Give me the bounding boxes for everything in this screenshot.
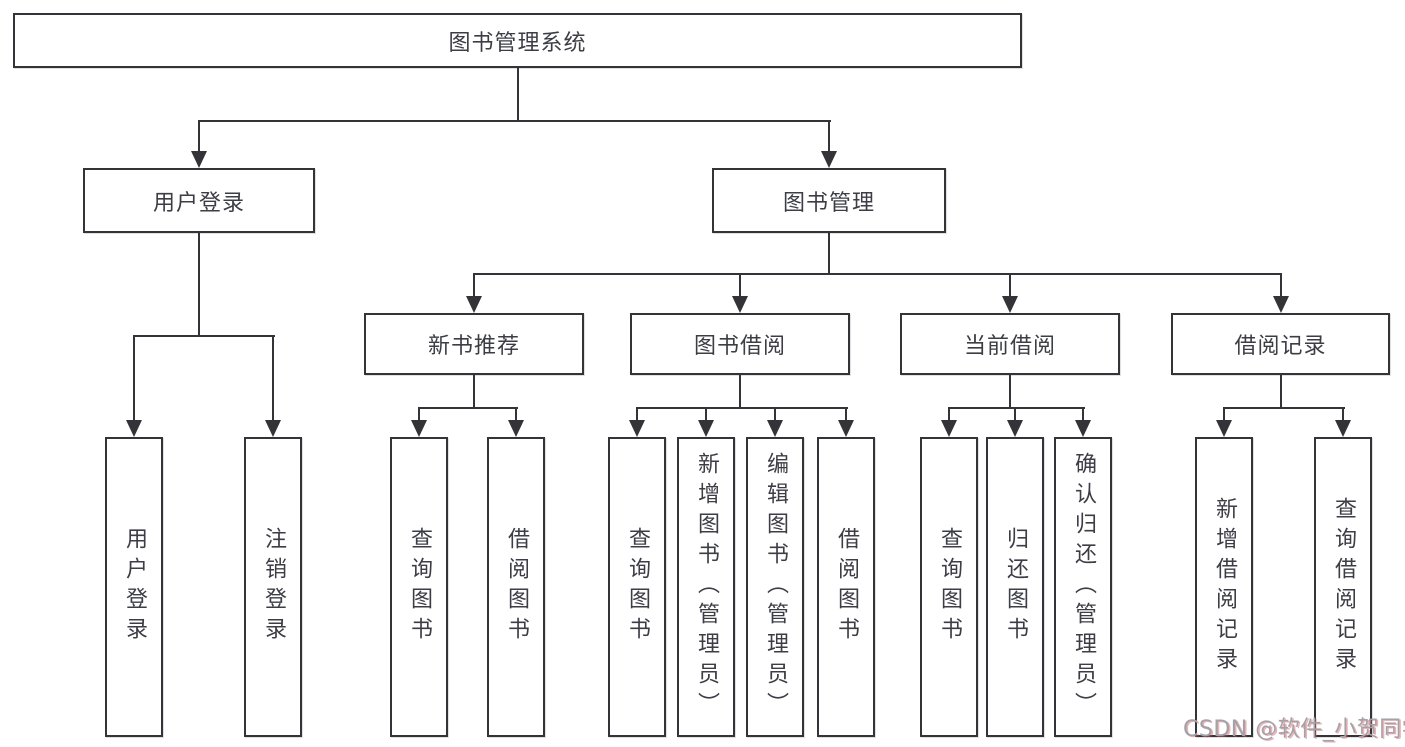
arrowhead-book-mgmt-icon [821, 151, 837, 168]
connector-logout-leaf-shaft [272, 335, 274, 423]
csdn-watermark: CSDN @软件_小贺同学 [1183, 717, 1405, 742]
leaf-br-query-record-label: 查询借阅记录 [1331, 497, 1356, 677]
connector-cb-rail [948, 407, 1085, 409]
arrowhead-current-borrow-icon [1002, 296, 1018, 313]
leaf-logout-label: 注销登录 [261, 527, 286, 647]
node-book-borrowing: 图书借阅 [630, 313, 850, 375]
arrowhead-book-borrow-icon [732, 296, 748, 313]
leaf-nb-query-books-label: 查询图书 [407, 527, 432, 647]
connector-bb-stem [739, 375, 741, 409]
connector-br-stem [1280, 375, 1282, 409]
node-current-borrowing-label: 当前借阅 [963, 334, 1056, 359]
node-new-book-recommend: 新书推荐 [364, 313, 584, 375]
connector-br-query-shaft [1342, 407, 1344, 423]
node-borrowing-records-label: 借阅记录 [1234, 334, 1327, 359]
connector-nb-stem [473, 375, 475, 409]
node-borrowing-records: 借阅记录 [1171, 313, 1390, 375]
node-new-book-recommend-label: 新书推荐 [427, 334, 520, 359]
connector-user-login-shaft [198, 120, 200, 154]
connector-nb-rail [418, 407, 518, 409]
connector-bb-edit-shaft [774, 407, 776, 423]
node-book-borrowing-label: 图书借阅 [693, 334, 786, 359]
arrowhead-bb-borrow-icon [838, 420, 854, 437]
leaf-user-login-label: 用户登录 [122, 527, 147, 647]
leaf-cb-confirm-return-admin: 确认归还（管理员） [1054, 437, 1112, 737]
arrowhead-nb-query-icon [411, 420, 427, 437]
node-book-management: 图书管理 [712, 168, 946, 233]
leaf-bb-add-books-admin-label: 新增图书（管理员） [694, 452, 719, 722]
connector-bb-rail [636, 407, 848, 409]
arrowhead-login-leaf-icon [126, 420, 142, 437]
connector-nb-query-shaft [418, 407, 420, 423]
leaf-bb-query-books-label: 查询图书 [625, 527, 650, 647]
arrowhead-br-query-icon [1335, 420, 1351, 437]
leaf-bb-edit-books-admin: 编辑图书（管理员） [746, 437, 804, 737]
leaf-cb-query-books-label: 查询图书 [937, 527, 962, 647]
arrowhead-new-book-icon [466, 296, 482, 313]
leaf-br-query-record: 查询借阅记录 [1314, 437, 1372, 737]
node-root-label: 图书管理系统 [448, 30, 587, 56]
leaf-user-login: 用户登录 [105, 437, 163, 737]
node-user-login-label: 用户登录 [152, 190, 245, 216]
connector-level3-rail [473, 273, 1282, 275]
leaf-logout: 注销登录 [244, 437, 302, 737]
leaf-nb-borrow-books-label: 借阅图书 [504, 527, 529, 647]
arrowhead-bb-query-icon [629, 420, 645, 437]
connector-br-add-shaft [1223, 407, 1225, 423]
leaf-cb-return-books-label: 归还图书 [1003, 527, 1028, 647]
arrowhead-cb-confirm-icon [1075, 420, 1091, 437]
connector-book-mgmt-stem [828, 233, 830, 275]
connector-borrow-records-shaft [1280, 273, 1282, 299]
leaf-cb-return-books: 归还图书 [986, 437, 1044, 737]
arrowhead-cb-query-icon [941, 420, 957, 437]
connector-cb-confirm-shaft [1082, 407, 1084, 423]
arrowhead-logout-leaf-icon [265, 420, 281, 437]
arrowhead-borrow-records-icon [1273, 296, 1289, 313]
connector-level2-rail [198, 120, 831, 122]
arrowhead-bb-add-icon [698, 420, 714, 437]
connector-user-rail [133, 335, 275, 337]
connector-cb-stem [1009, 375, 1011, 409]
leaf-cb-confirm-return-admin-label: 确认归还（管理员） [1071, 452, 1096, 722]
connector-current-borrow-shaft [1009, 273, 1011, 299]
connector-login-leaf-shaft [133, 335, 135, 423]
leaf-bb-borrow-books-label: 借阅图书 [834, 527, 859, 647]
connector-book-mgmt-shaft [828, 120, 830, 154]
leaf-bb-query-books: 查询图书 [608, 437, 666, 737]
arrowhead-br-add-icon [1216, 420, 1232, 437]
connector-book-borrow-shaft [739, 273, 741, 299]
connector-user-stem [198, 233, 200, 337]
node-root-system: 图书管理系统 [13, 13, 1022, 68]
connector-new-book-shaft [473, 273, 475, 299]
connector-bb-query-shaft [636, 407, 638, 423]
connector-cb-query-shaft [948, 407, 950, 423]
node-book-management-label: 图书管理 [782, 190, 875, 216]
leaf-bb-edit-books-admin-label: 编辑图书（管理员） [763, 452, 788, 722]
leaf-br-add-record: 新增借阅记录 [1195, 437, 1253, 737]
arrowhead-user-login-icon [191, 151, 207, 168]
connector-cb-return-shaft [1014, 407, 1016, 423]
connector-nb-borrow-shaft [515, 407, 517, 423]
leaf-nb-borrow-books: 借阅图书 [487, 437, 545, 737]
arrowhead-bb-edit-icon [767, 420, 783, 437]
connector-bb-add-shaft [705, 407, 707, 423]
connector-bb-borrow-shaft [845, 407, 847, 423]
leaf-nb-query-books: 查询图书 [390, 437, 448, 737]
connector-root-stem [517, 68, 519, 122]
leaf-cb-query-books: 查询图书 [920, 437, 978, 737]
node-current-borrowing: 当前借阅 [900, 313, 1120, 375]
leaf-bb-add-books-admin: 新增图书（管理员） [677, 437, 735, 737]
leaf-bb-borrow-books: 借阅图书 [817, 437, 875, 737]
arrowhead-nb-borrow-icon [508, 420, 524, 437]
node-user-login: 用户登录 [83, 168, 315, 233]
connector-br-rail [1223, 407, 1345, 409]
leaf-br-add-record-label: 新增借阅记录 [1212, 497, 1237, 677]
arrowhead-cb-return-icon [1007, 420, 1023, 437]
